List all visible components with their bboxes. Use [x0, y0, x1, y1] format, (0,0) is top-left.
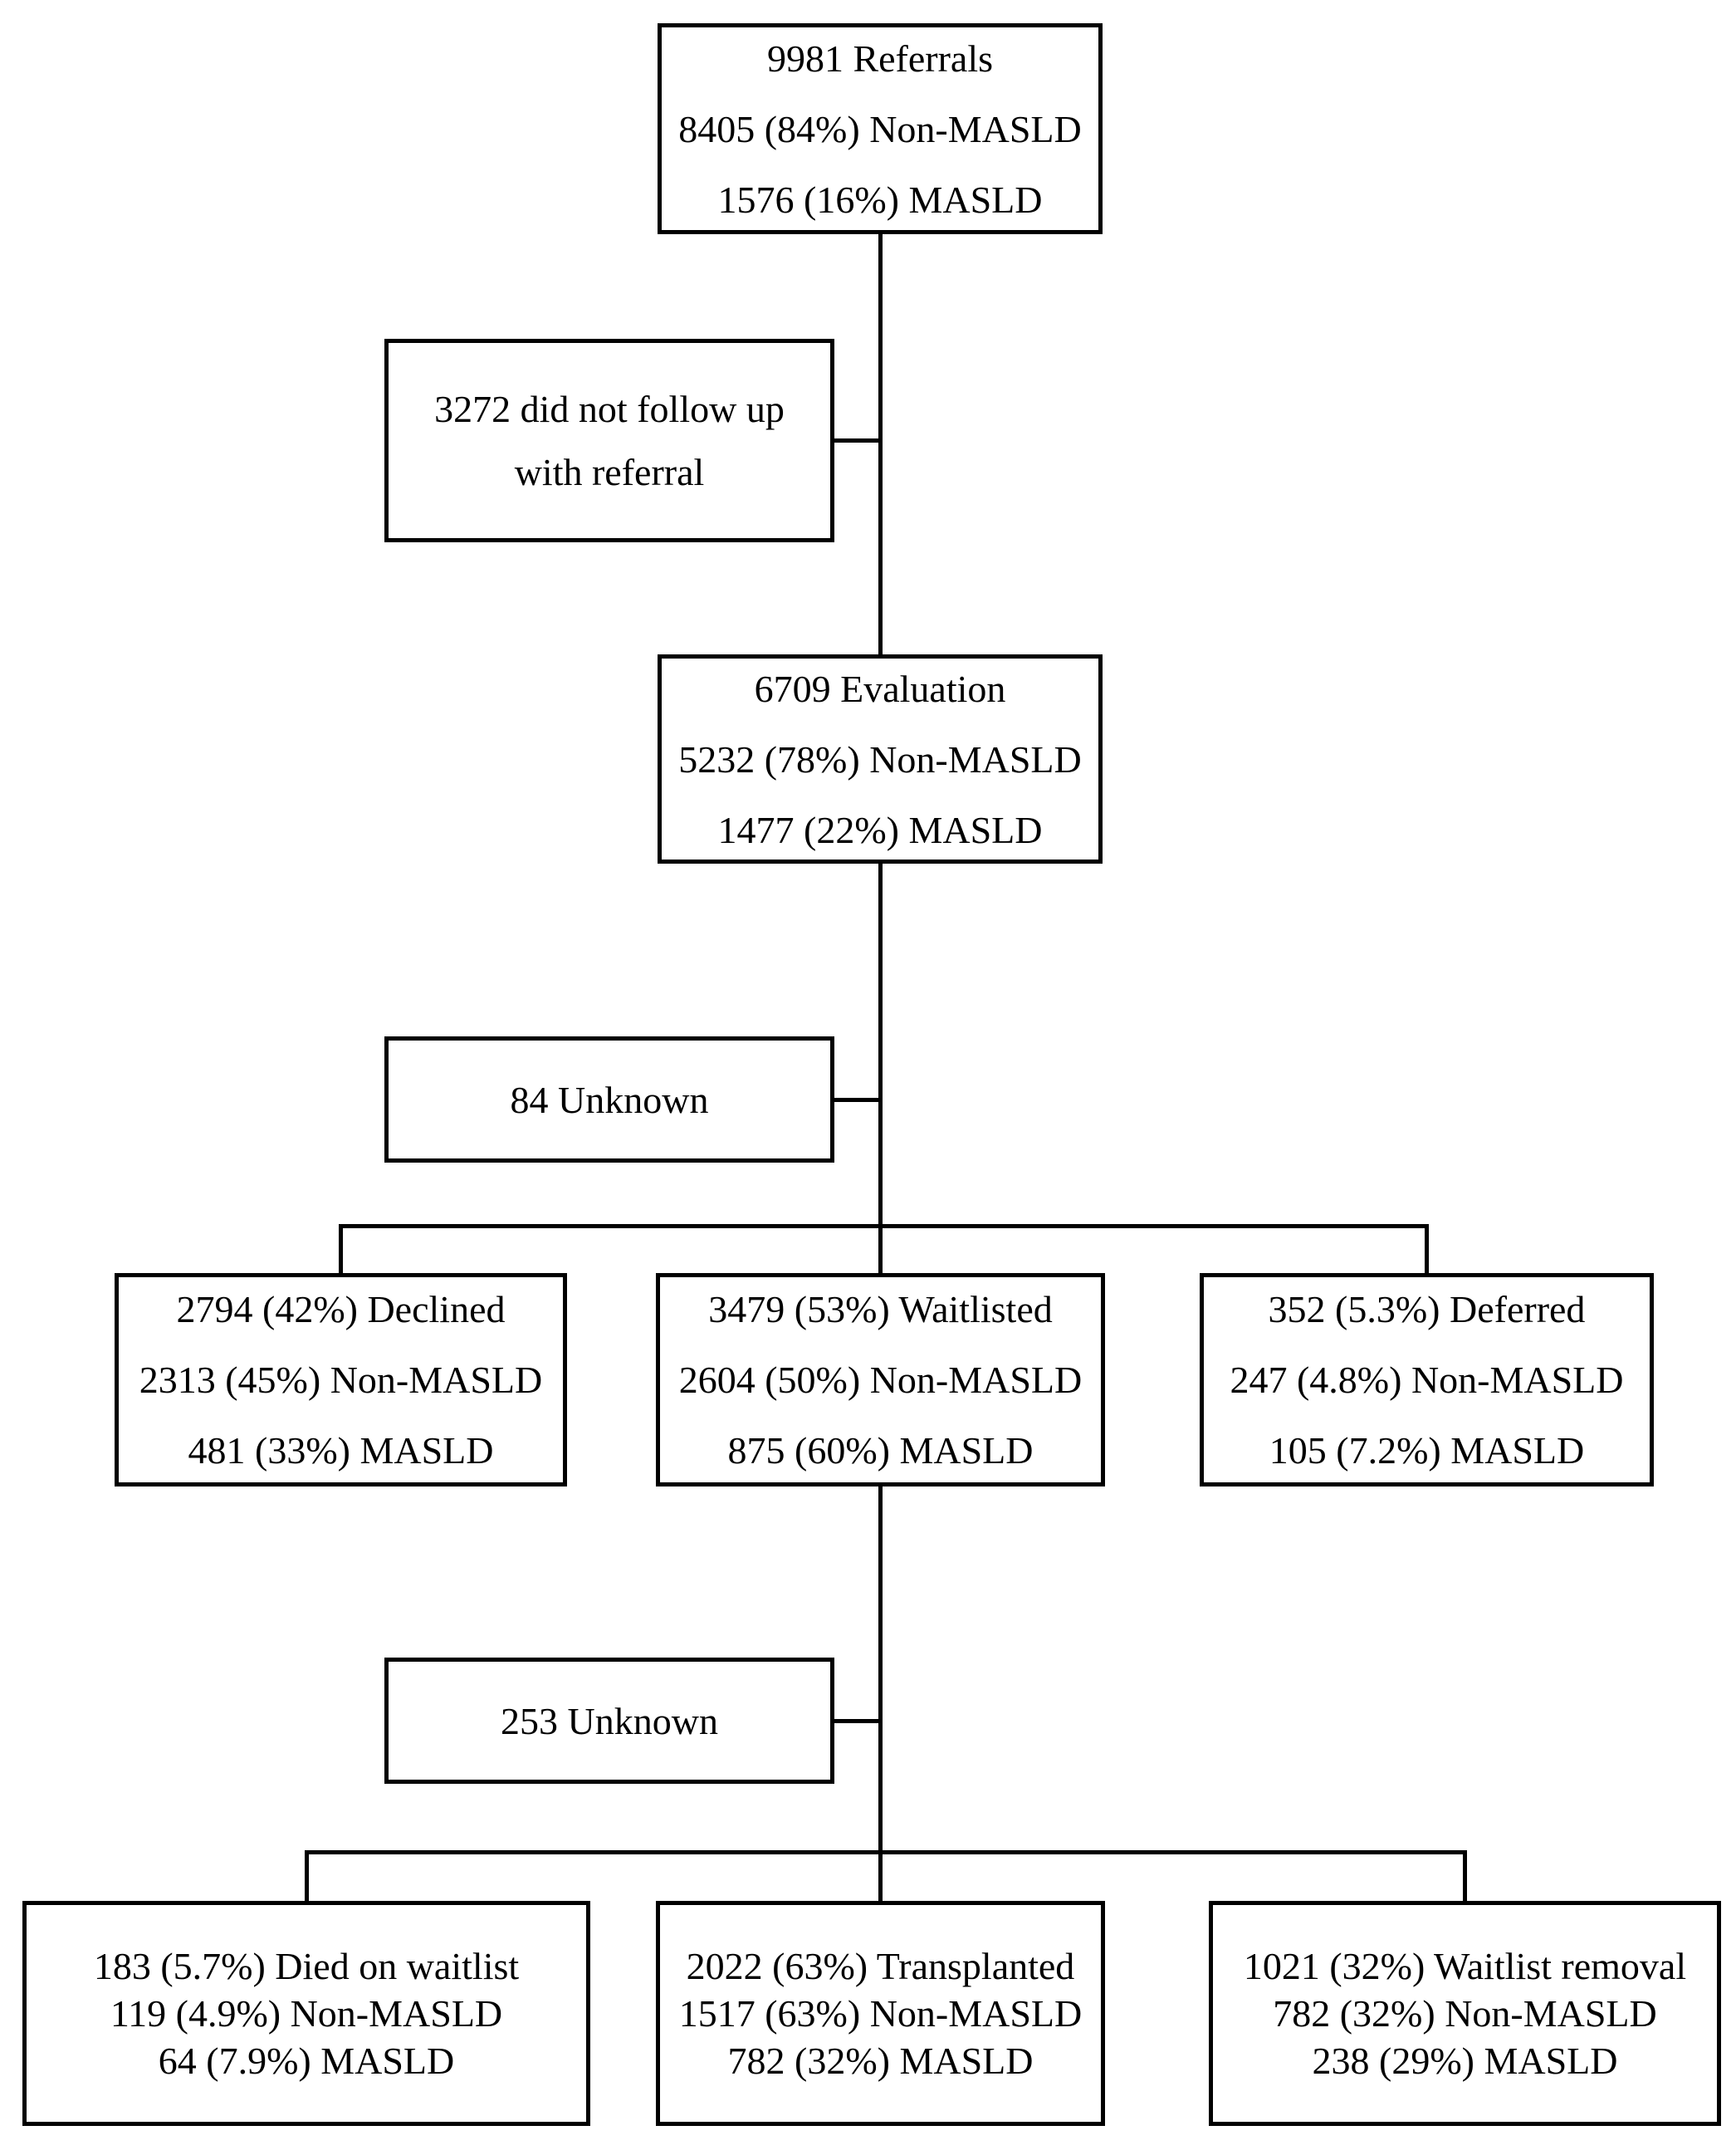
trunk-waitlisted-to-branch [878, 1483, 883, 1903]
connector-no-follow-up [832, 438, 880, 443]
box-line: 238 (29%) MASLD [1312, 2040, 1618, 2082]
box-waitlisted: 3479 (53%) Waitlisted 2604 (50%) Non-MAS… [656, 1273, 1105, 1486]
drop-declined [339, 1224, 343, 1276]
box-declined: 2794 (42%) Declined 2313 (45%) Non-MASLD… [115, 1273, 567, 1486]
box-line: 782 (32%) Non-MASLD [1273, 1992, 1657, 2035]
box-line: 253 Unknown [501, 1699, 718, 1742]
box-referrals: 9981 Referrals 8405 (84%) Non-MASLD 1576… [658, 23, 1103, 234]
box-line: 5232 (78%) Non-MASLD [678, 737, 1082, 781]
box-line: 3272 did not follow up [434, 387, 785, 430]
box-line: 119 (4.9%) Non-MASLD [110, 1992, 503, 2035]
box-line: 2313 (45%) Non-MASLD [139, 1359, 543, 1401]
box-line: 1517 (63%) Non-MASLD [678, 1992, 1083, 2035]
box-line: 84 Unknown [510, 1078, 709, 1121]
branch-bar-waitlist-outcomes [305, 1850, 1467, 1854]
box-line: 1021 (32%) Waitlist removal [1243, 1945, 1687, 1987]
box-waitlist-removal: 1021 (32%) Waitlist removal 782 (32%) No… [1209, 1901, 1721, 2126]
box-deferred: 352 (5.3%) Deferred 247 (4.8%) Non-MASLD… [1200, 1273, 1654, 1486]
box-line: 6709 Evaluation [754, 667, 1006, 710]
box-line: 481 (33%) MASLD [188, 1429, 494, 1472]
box-line: 64 (7.9%) MASLD [158, 2040, 455, 2082]
branch-bar-evaluation-outcomes [339, 1224, 1429, 1228]
box-line: 2604 (50%) Non-MASLD [678, 1359, 1083, 1401]
trunk-referrals-to-evaluation [878, 231, 883, 659]
box-line: 247 (4.8%) Non-MASLD [1230, 1359, 1624, 1401]
box-line: 2794 (42%) Declined [176, 1288, 506, 1330]
box-line: 875 (60%) MASLD [727, 1429, 1034, 1472]
box-line: 3479 (53%) Waitlisted [708, 1288, 1053, 1330]
box-line: 105 (7.2%) MASLD [1269, 1429, 1585, 1472]
drop-waitlist-removal [1463, 1850, 1467, 1903]
trunk-evaluation-to-branch [878, 860, 883, 1276]
box-unknown-253: 253 Unknown [384, 1658, 834, 1784]
drop-deferred [1425, 1224, 1429, 1276]
box-line: 352 (5.3%) Deferred [1268, 1288, 1586, 1330]
box-line: 1576 (16%) MASLD [717, 178, 1043, 221]
box-unknown-84: 84 Unknown [384, 1036, 834, 1163]
connector-unknown-253 [832, 1719, 880, 1723]
box-line: 782 (32%) MASLD [727, 2040, 1034, 2082]
box-line: 9981 Referrals [766, 37, 994, 80]
drop-died-on-waitlist [305, 1850, 309, 1903]
box-line: 1477 (22%) MASLD [717, 808, 1043, 851]
box-line: 183 (5.7%) Died on waitlist [93, 1945, 520, 1987]
box-died-on-waitlist: 183 (5.7%) Died on waitlist 119 (4.9%) N… [22, 1901, 590, 2126]
box-no-follow-up: 3272 did not follow up with referral [384, 339, 834, 542]
box-evaluation: 6709 Evaluation 5232 (78%) Non-MASLD 147… [658, 654, 1103, 864]
box-line: 8405 (84%) Non-MASLD [678, 107, 1082, 150]
box-transplanted: 2022 (63%) Transplanted 1517 (63%) Non-M… [656, 1901, 1105, 2126]
box-line: 2022 (63%) Transplanted [686, 1945, 1075, 1987]
box-line: with referral [514, 450, 705, 493]
connector-unknown-84 [832, 1098, 880, 1102]
